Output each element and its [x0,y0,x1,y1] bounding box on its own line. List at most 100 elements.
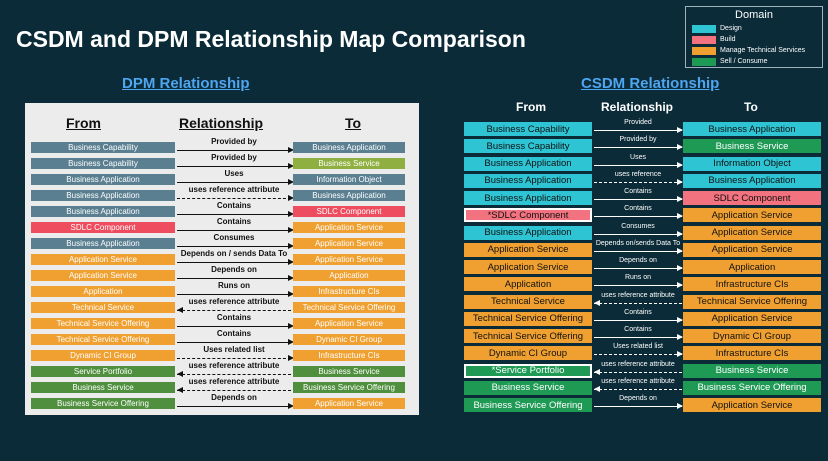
csdm-relationship-label: uses reference attribute [601,360,675,368]
csdm-from-node: Technical Service [464,294,592,309]
dpm-connector-line [177,214,291,215]
dpm-from-node: Business Capability [31,158,175,169]
csdm-to-node: Application Service [683,311,821,326]
dpm-connector-line [177,278,291,279]
csdm-to-node: Technical Service Offering [683,294,821,309]
arrow-right-icon [677,213,683,220]
dpm-relationship-label: Contains [216,313,252,322]
dpm-from-node: Technical Service Offering [31,334,175,345]
csdm-to-node: Application Service [683,208,821,223]
csdm-connector-line [594,302,682,304]
csdm-to-node: Business Application [683,122,821,136]
dpm-from-node: Service Portfolio [31,366,175,377]
csdm-to-node: Infrastructure CIs [683,277,821,292]
arrow-left-icon [594,299,600,306]
csdm-from-node: Dynamic CI Group [464,346,592,361]
dpm-from-node: Business Service [31,382,175,393]
csdm-header-to: To [744,100,758,114]
dpm-to-node: Business Service [293,158,405,169]
legend-label: Design [720,25,742,32]
csdm-relationship-label: Contains [624,326,652,333]
dpm-connector-line [177,230,291,231]
dpm-from-node: Application [31,286,175,297]
csdm-from-node: Technical Service Offering [464,311,592,326]
dpm-connector-line [177,390,291,391]
dpm-to-node: Technical Service Offering [293,302,405,313]
dpm-connector-line [177,246,291,247]
arrow-right-icon [677,265,683,271]
csdm-from-node: Business Capability [464,122,592,136]
dpm-from-node: Business Application [31,174,175,185]
dpm-connector-line [177,310,291,311]
dpm-from-node: Dynamic CI Group [31,350,175,361]
csdm-connector-line [594,388,682,390]
csdm-from-node: Application Service [464,242,592,257]
csdm-connector-line [594,199,682,200]
csdm-section-title[interactable]: CSDM Relationship [581,75,720,92]
csdm-relationship-label: Uses [630,153,646,161]
arrow-left-icon [177,387,183,393]
dpm-from-node: Technical Service Offering [31,318,175,329]
dpm-connector-line [177,326,291,327]
dpm-from-node: Application Service [31,254,175,265]
dpm-relationship-label: Consumes [213,233,255,242]
arrow-left-icon [177,307,183,313]
csdm-connector-line [594,319,682,321]
dpm-relationship-label: Provided by [211,137,257,146]
legend-label: Sell / Consume [720,58,768,65]
dpm-from-node: Technical Service [31,302,175,313]
arrow-right-icon [677,282,683,289]
dpm-section-title[interactable]: DPM Relationship [122,75,250,92]
dpm-to-node: Application [293,270,405,281]
arrow-right-icon [677,178,683,185]
dpm-header-relationship: Relationship [179,115,264,131]
dpm-relationship-row: Service Portfolio uses reference attribut… [25,361,419,379]
csdm-to-node: Application Service [683,398,821,412]
legend-swatch [692,35,716,44]
csdm-relationship-label: uses reference [614,170,662,178]
arrow-right-icon [288,323,294,329]
legend-swatch [692,46,716,55]
dpm-relationship-label: Depends on [211,265,257,274]
csdm-from-node: Business Service [464,380,592,395]
arrow-right-icon [677,351,683,358]
legend-item: Build [692,34,822,45]
csdm-relationship-label: uses reference attribute [601,377,675,385]
csdm-relationship-label: Contains [624,205,652,213]
csdm-to-node: Business Application [683,173,821,188]
csdm-relationship-label: Depends on [619,395,657,402]
dpm-connector-line [177,182,291,183]
csdm-connector-line [594,181,682,183]
legend-item: Manage Technical Services [692,45,822,56]
csdm-to-node: Business Service [683,363,821,378]
csdm-relationship-label: Contains [624,308,652,316]
dpm-connector-line [177,150,291,151]
dpm-relationship-label: Depends on / sends Data To [180,249,288,258]
arrow-right-icon [288,163,294,169]
arrow-right-icon [288,291,294,297]
csdm-relationship-label: Contains [624,188,652,195]
csdm-from-node: Business Capability [464,139,592,154]
dpm-relationship-label: Uses related list [203,345,265,354]
dpm-relationship-label: Runs on [218,281,250,290]
dpm-from-node: Business Application [31,206,175,217]
dpm-from-node: Business Application [31,190,175,201]
csdm-relationship-label: Depends on/sends Data To [595,239,681,247]
dpm-relationship-label: uses reference attribute [188,361,280,370]
dpm-header-to: To [345,115,362,131]
